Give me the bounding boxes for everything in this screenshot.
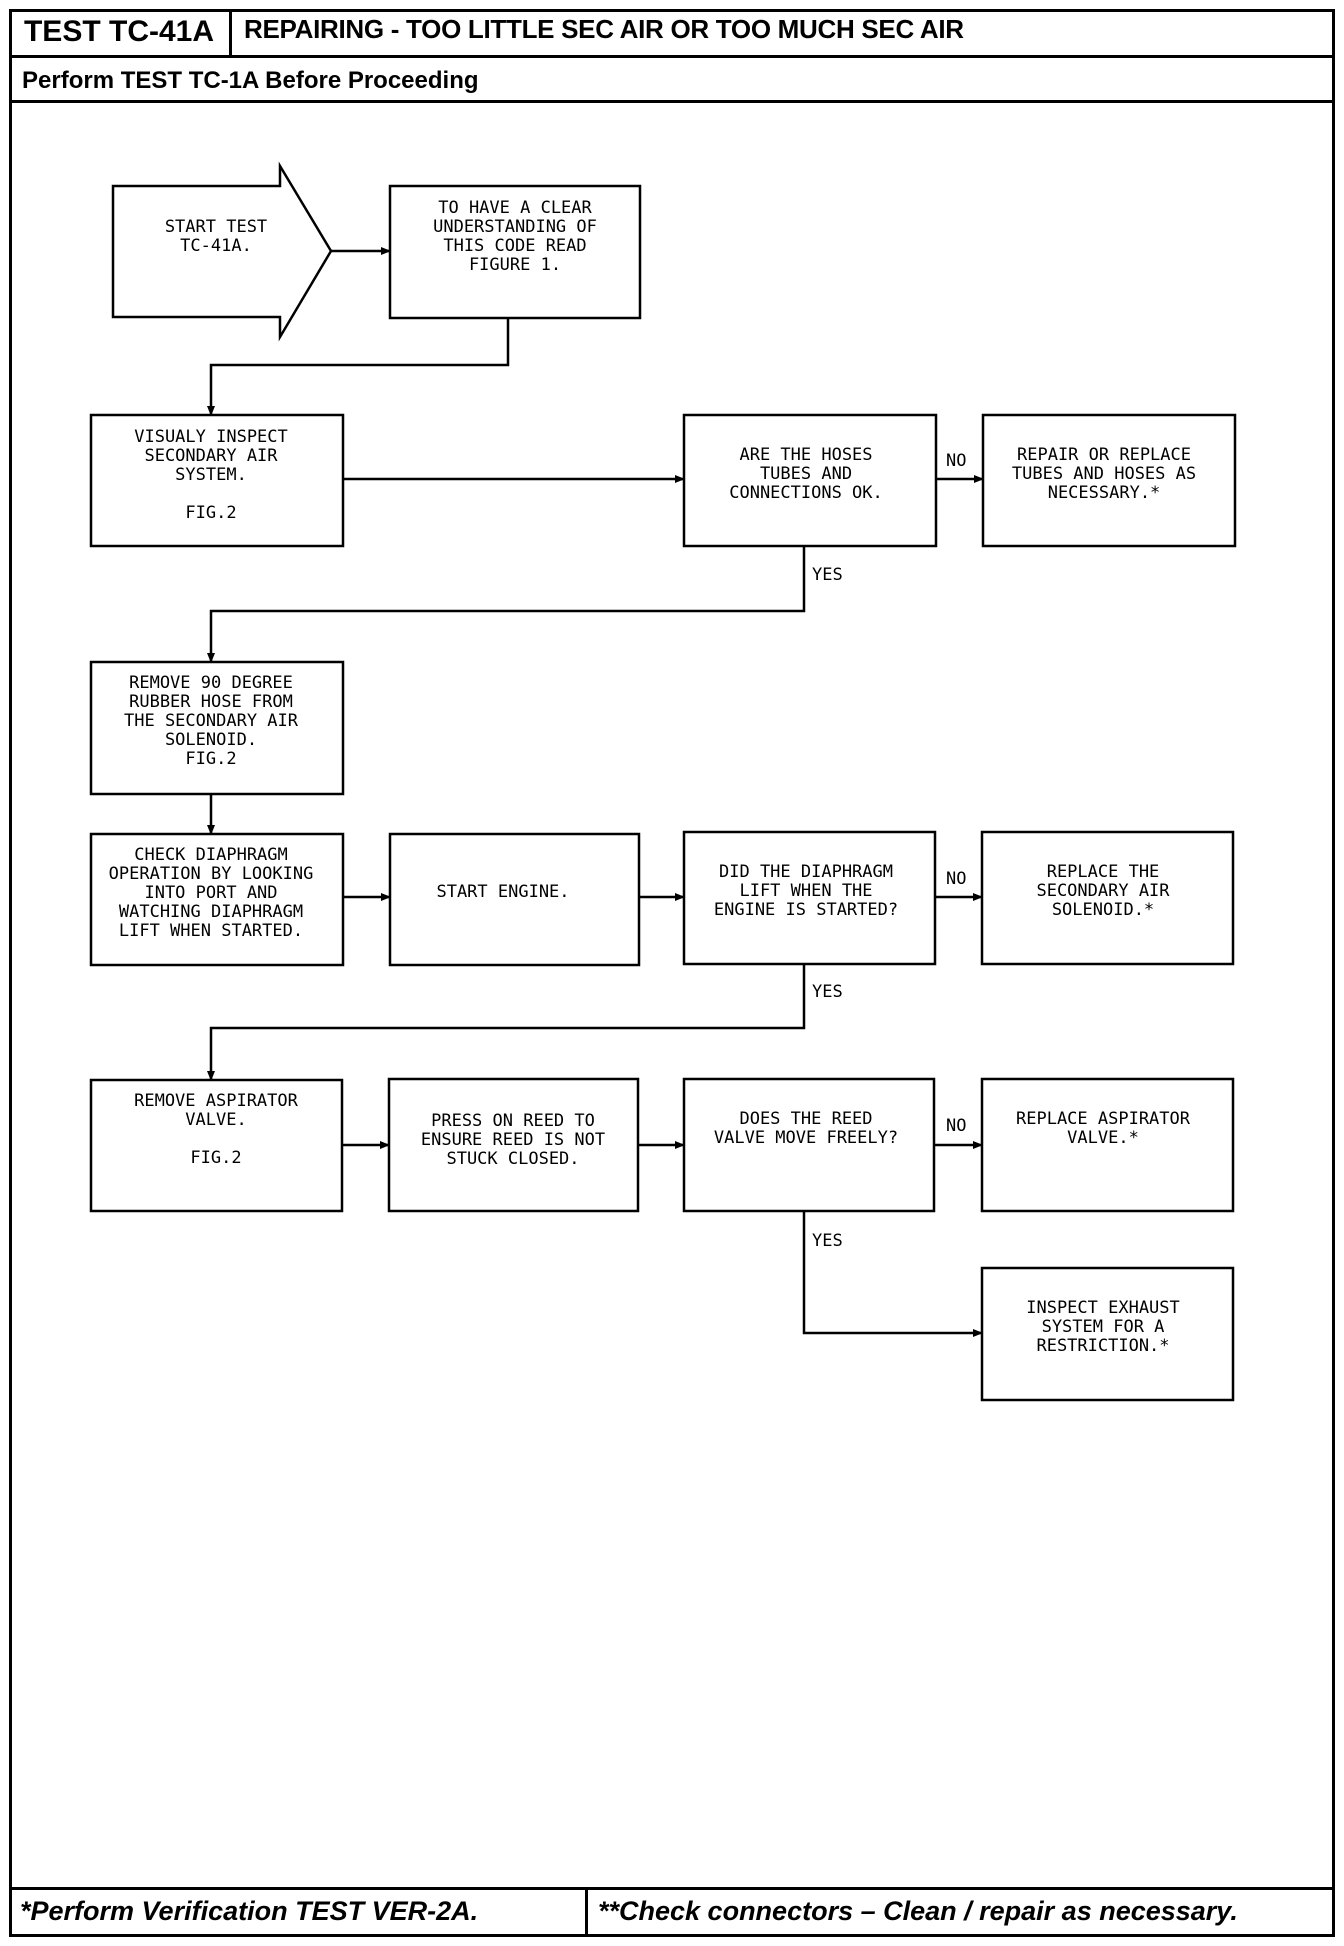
box-text-line: VALVE MOVE FREELY? — [714, 1128, 898, 1148]
footer-connectors-note: **Check connectors – Clean / repair as n… — [598, 1896, 1238, 1926]
box-text-line: SOLENOID. — [165, 730, 257, 750]
box-text-line: FIG.2 — [185, 749, 236, 769]
box-start-engine-text: START ENGINE. — [436, 882, 569, 902]
box-text-line: UNDERSTANDING OF — [433, 217, 597, 237]
label-yes-hoses: YES — [812, 565, 843, 585]
box-remove-hose — [89, 660, 345, 796]
box-text-line: ARE THE HOSES — [739, 445, 872, 465]
box-text-line: START ENGINE. — [436, 882, 569, 902]
arrow-read-to-inspect — [207, 318, 510, 416]
arrow-diaq-yes — [207, 964, 806, 1081]
box-repair-hoses — [981, 413, 1237, 548]
box-text-line: TUBES AND — [760, 464, 852, 484]
box-text-line: SYSTEM FOR A — [1042, 1317, 1165, 1337]
box-text-line: RESTRICTION.* — [1036, 1336, 1169, 1356]
arrow-hoses-yes — [207, 546, 806, 663]
label-no-diaphragm: NO — [946, 869, 966, 889]
footer-divider — [9, 1887, 1335, 1890]
box-text-line: DID THE DIAPHRAGM — [719, 862, 893, 882]
box-text-line: REPLACE THE — [1047, 862, 1160, 882]
label-yes-reed: YES — [812, 1231, 843, 1251]
box-replace-aspirator — [980, 1077, 1235, 1213]
box-hoses-question — [682, 413, 938, 548]
page-frame — [9, 9, 1335, 1937]
header-divider — [9, 55, 1335, 58]
box-text-line: LIFT WHEN STARTED. — [119, 921, 303, 941]
page-title: REPAIRING - TOO LITTLE SEC AIR OR TOO MU… — [244, 14, 964, 44]
box-text-line: STUCK CLOSED. — [446, 1149, 579, 1169]
box-text-line: THE SECONDARY AIR — [124, 711, 299, 731]
box-diaphragm-question — [682, 830, 937, 966]
box-text-line: TO HAVE A CLEAR — [438, 198, 592, 218]
box-text-line: TC-41A. — [180, 236, 252, 256]
box-text-line: VISUALY INSPECT — [134, 427, 288, 447]
box-text-line: START TEST — [165, 217, 267, 237]
start-arrow-shape — [111, 161, 333, 342]
box-text-line: FIG.2 — [190, 1148, 241, 1168]
box-press-reed — [387, 1077, 640, 1213]
box-text-line: FIG.2 — [185, 503, 236, 523]
label-no-hoses: NO — [946, 451, 966, 471]
box-text-line: PRESS ON REED TO — [431, 1111, 595, 1131]
box-text-line: OPERATION BY LOOKING — [109, 864, 314, 884]
box-text-line: VALVE.* — [1067, 1128, 1139, 1148]
box-text-line: RUBBER HOSE FROM — [129, 692, 293, 712]
box-text-line: REPLACE ASPIRATOR — [1016, 1109, 1191, 1129]
box-text-line: VALVE. — [185, 1110, 246, 1130]
box-text-line: NECESSARY.* — [1048, 483, 1161, 503]
box-visually-inspect — [89, 413, 345, 548]
box-text-line: LIFT WHEN THE — [739, 881, 872, 901]
box-text-line: ENSURE REED IS NOT — [421, 1130, 605, 1150]
box-text-line: TUBES AND HOSES AS — [1012, 464, 1196, 484]
box-text-line: SECONDARY AIR — [144, 446, 278, 466]
box-text-line: CHECK DIAPHRAGM — [134, 845, 288, 865]
label-yes-diaphragm: YES — [812, 982, 843, 1002]
box-text-line: CONNECTIONS OK. — [729, 483, 883, 503]
box-text-line: WATCHING DIAPHRAGM — [119, 902, 303, 922]
box-text-line: ENGINE IS STARTED? — [714, 900, 898, 920]
box-text-line: FIGURE 1. — [469, 255, 561, 275]
box-text-line: SYSTEM. — [175, 465, 247, 485]
label-no-reed: NO — [946, 1116, 966, 1136]
footer-column-divider — [585, 1887, 588, 1937]
box-text-line: INSPECT EXHAUST — [1026, 1298, 1180, 1318]
box-remove-aspirator — [89, 1078, 344, 1213]
header-divider-2 — [9, 100, 1335, 103]
box-text-line: THIS CODE READ — [443, 236, 586, 256]
box-replace-solenoid — [980, 830, 1235, 966]
box-text-line: SECONDARY AIR — [1036, 881, 1170, 901]
prerequisite-note: Perform TEST TC-1A Before Proceeding — [22, 67, 479, 94]
box-check-diaphragm — [89, 832, 345, 967]
box-text-line: SOLENOID.* — [1052, 900, 1154, 920]
box-inspect-exhaust — [980, 1266, 1235, 1402]
box-reed-question — [682, 1077, 936, 1213]
box-text-line: REMOVE ASPIRATOR — [134, 1091, 299, 1111]
arrow-reedq-yes — [802, 1211, 983, 1337]
box-text-line: DOES THE REED — [739, 1109, 872, 1129]
box-text-line: REMOVE 90 DEGREE — [129, 673, 293, 693]
footer-verification-note: *Perform Verification TEST VER-2A. — [20, 1896, 479, 1926]
box-text-line: REPAIR OR REPLACE — [1017, 445, 1191, 465]
box-text-line: INTO PORT AND — [144, 883, 277, 903]
